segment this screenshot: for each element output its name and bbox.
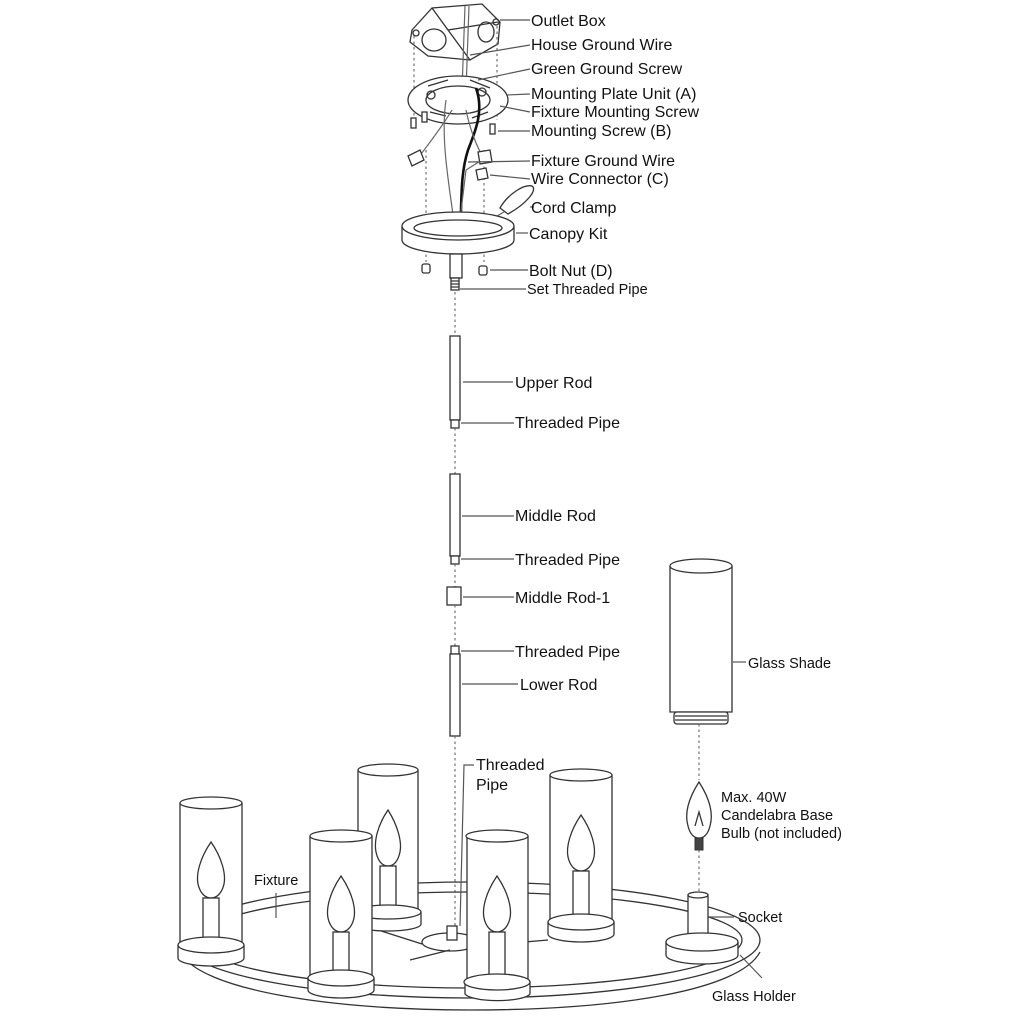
label-glass-holder: Glass Holder — [712, 989, 796, 1005]
label-canopy-kit: Canopy Kit — [529, 226, 608, 243]
mounting-screws — [410, 111, 496, 135]
label-threaded-pipe-4-line2: Pipe — [476, 777, 508, 794]
label-glass-shade: Glass Shade — [748, 656, 831, 672]
label-socket: Socket — [738, 910, 782, 926]
candle-4 — [463, 829, 531, 1002]
threaded-pipe-2 — [450, 555, 460, 565]
outlet-box — [409, 3, 501, 61]
threaded-pipe-1 — [450, 419, 460, 429]
label-bolt-nut: Bolt Nut (D) — [529, 263, 613, 280]
candelabra-bulb — [686, 780, 712, 851]
bolt-nut-right — [478, 265, 488, 276]
label-house-ground-wire: House Ground Wire — [531, 37, 672, 54]
label-green-ground-screw: Green Ground Screw — [531, 61, 683, 78]
candle-5 — [547, 768, 615, 943]
middle-rod-1 — [446, 586, 462, 606]
label-lower-rod: Lower Rod — [520, 677, 597, 694]
canopy-kit — [401, 211, 515, 291]
label-mounting-screw: Mounting Screw (B) — [531, 123, 672, 140]
bolt-nut-left — [421, 263, 431, 274]
label-set-threaded-pipe: Set Threaded Pipe — [527, 282, 648, 298]
label-upper-rod: Upper Rod — [515, 375, 592, 392]
leader-lines — [275, 19, 763, 979]
label-fixture-ground-wire: Fixture Ground Wire — [531, 153, 675, 170]
label-threaded-pipe-2: Threaded Pipe — [515, 552, 620, 569]
wire-connectors — [407, 149, 493, 181]
label-threaded-pipe-1: Threaded Pipe — [515, 415, 620, 432]
lower-rod — [449, 653, 461, 737]
candle-3 — [307, 829, 375, 999]
candle-1 — [177, 796, 245, 967]
label-threaded-pipe-3: Threaded Pipe — [515, 644, 620, 661]
label-bulb-line2: Candelabra Base — [721, 808, 833, 824]
label-outlet-box: Outlet Box — [531, 13, 606, 30]
label-middle-rod-1: Middle Rod-1 — [515, 590, 610, 607]
threaded-pipe-3 — [450, 645, 460, 655]
label-wire-connector: Wire Connector (C) — [531, 171, 669, 188]
label-fixture-mounting-screw: Fixture Mounting Screw — [531, 104, 700, 121]
label-fixture: Fixture — [254, 873, 298, 889]
label-threaded-pipe-4-line1: Threaded — [476, 757, 545, 774]
upper-rod — [449, 335, 461, 421]
mounting-plate — [407, 75, 509, 125]
glass-shade — [669, 558, 733, 725]
middle-rod — [449, 473, 461, 557]
label-cord-clamp: Cord Clamp — [531, 200, 616, 217]
label-middle-rod: Middle Rod — [515, 508, 596, 525]
label-bulb-line3: Bulb (not included) — [721, 826, 842, 842]
label-bulb-line1: Max. 40W — [721, 790, 787, 806]
label-mounting-plate: Mounting Plate Unit (A) — [531, 86, 696, 103]
